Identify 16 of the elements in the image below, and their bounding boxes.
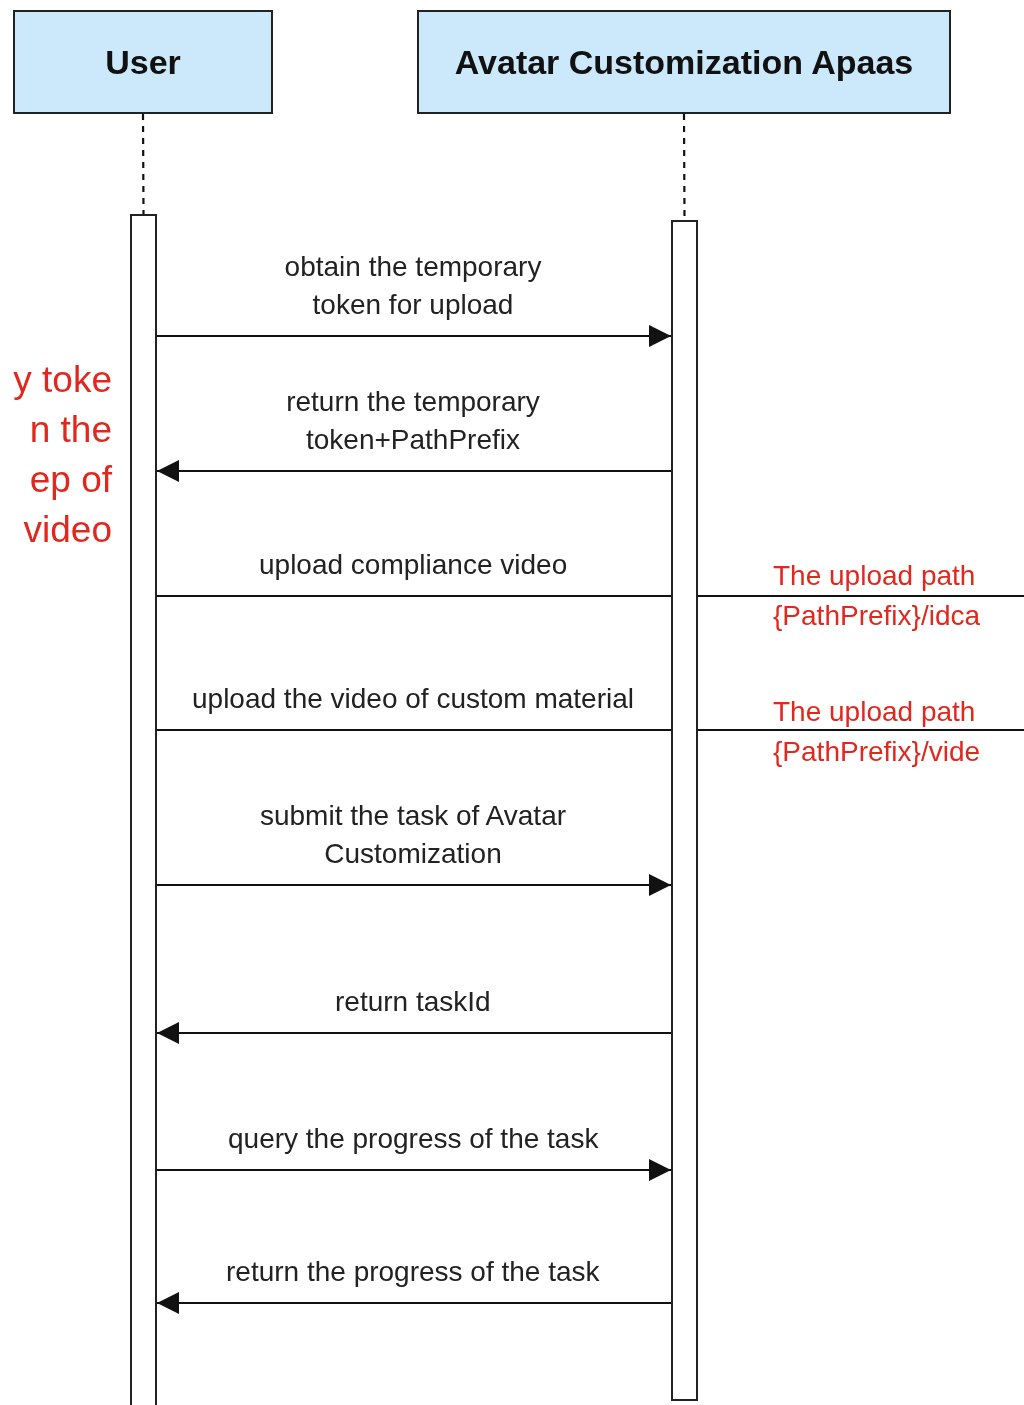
message-arrow — [157, 325, 671, 347]
message-arrow — [157, 1292, 671, 1314]
note-text: The upload path {PathPrefix}/vide — [773, 695, 982, 769]
note-text: y toke n the ep of video — [12, 358, 112, 552]
activation-bar — [130, 214, 157, 1405]
lifeline — [141, 114, 145, 214]
message-arrow — [157, 1022, 671, 1044]
participant-name: User — [105, 42, 181, 82]
participant-box — [417, 10, 951, 114]
activation-bar — [671, 220, 698, 1401]
note-text: The upload path {PathPrefix}/idca — [773, 559, 982, 633]
message-arrow — [157, 460, 671, 482]
message-arrow — [157, 874, 671, 896]
message-arrow — [157, 1159, 671, 1181]
participant-name: Avatar Customization Apaas — [454, 42, 914, 82]
participant-box — [13, 10, 273, 114]
